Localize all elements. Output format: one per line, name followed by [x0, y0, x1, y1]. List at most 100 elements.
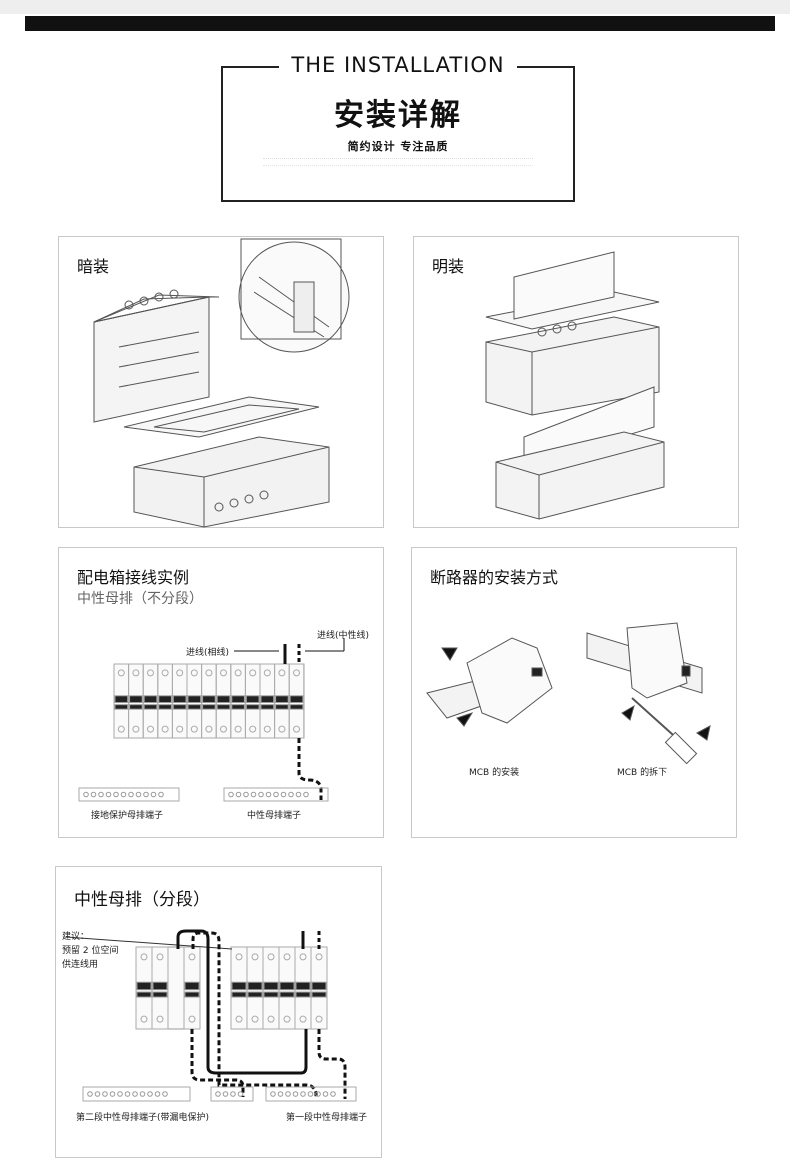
- breaker-module-part: [158, 695, 172, 703]
- breaker-module-part: [278, 725, 286, 733]
- breaker-module-part: [158, 704, 172, 710]
- breaker-module-part: [184, 991, 200, 998]
- breaker-module-part: [267, 1015, 275, 1023]
- terminal-hole: [109, 1091, 116, 1097]
- terminal-hole: [139, 1091, 146, 1097]
- breaker-module-part: [172, 695, 187, 703]
- breaker-module-part: [234, 669, 242, 677]
- header-title-en: THE INSTALLATION: [223, 53, 573, 77]
- breaker-module-part: [216, 704, 231, 710]
- breaker-module-part: [140, 1015, 148, 1023]
- terminal-hole: [295, 791, 302, 798]
- label-first-segment: 第一段中性母排端子: [286, 1113, 368, 1123]
- terminal-hole: [307, 1091, 314, 1097]
- breaker-module-part: [263, 669, 271, 677]
- breaker-module-part: [156, 1015, 164, 1023]
- terminal-hole: [288, 791, 294, 798]
- breaker-module-part: [152, 991, 168, 998]
- terminal-hole: [265, 791, 272, 798]
- terminal-hole: [250, 791, 257, 798]
- panel-surface-install: 明装: [413, 236, 739, 528]
- breaker-module-part: [176, 669, 184, 677]
- breaker-module-part: [156, 953, 164, 961]
- label-neutral-bar: 中性母排端子: [247, 811, 302, 821]
- breaker-module-part: [143, 695, 158, 703]
- note-line-3: 供连线用: [62, 960, 99, 970]
- breaker-module-part: [245, 704, 260, 710]
- breaker-module-part: [251, 953, 259, 961]
- terminal-hole: [132, 1091, 138, 1097]
- terminal-hole: [235, 791, 242, 798]
- breaker-module-part: [293, 725, 300, 733]
- breaker-module-part: [114, 695, 129, 703]
- breaker-module-part: [190, 725, 198, 733]
- breaker-module-part: [267, 953, 275, 961]
- label-neutral-in: 进线(中性线): [317, 631, 370, 641]
- top-black-bar: [25, 16, 775, 31]
- terminal-hole: [237, 1091, 244, 1097]
- breaker-module-part: [152, 981, 168, 991]
- panel-subtitle: 中性母排（不分段）: [77, 591, 203, 607]
- breaker-module-part: [132, 669, 140, 677]
- breaker-module-part: [249, 669, 257, 677]
- terminal-hole: [83, 791, 89, 798]
- panel-wiring-example: 配电箱接线实例 中性母排（不分段） 进线(相线) 进线(中性线) 接地保护母排端…: [58, 547, 384, 838]
- panel-title: 配电箱接线实例: [77, 568, 190, 587]
- terminal-hole: [315, 1091, 321, 1097]
- breaker-module-part: [235, 953, 243, 961]
- breaker-module-part: [205, 669, 213, 677]
- note-line-2: 预留 2 位空间: [62, 946, 119, 956]
- breaker-module-part: [117, 725, 125, 733]
- breaker-module-part: [279, 991, 295, 998]
- panel-title: 断路器的安装方式: [430, 568, 559, 587]
- breaker-module-part: [136, 991, 152, 998]
- terminal-hole: [258, 791, 264, 798]
- terminal-hole: [120, 791, 127, 798]
- terminal-hole: [215, 1091, 221, 1097]
- breaker-module-part: [260, 704, 275, 710]
- terminal-hole: [330, 1091, 336, 1097]
- breaker-module-part: [315, 1015, 323, 1023]
- terminal-hole: [105, 791, 112, 798]
- label-second-segment: 第二段中性母排端子(带漏电保护): [76, 1113, 210, 1123]
- panel-title: 明装: [432, 257, 465, 276]
- breaker-module-part: [283, 1015, 291, 1023]
- breaker-module-part: [251, 1015, 259, 1023]
- terminal-hole: [300, 1091, 306, 1097]
- breaker-module-part: [231, 991, 247, 998]
- terminal-hole: [280, 791, 287, 798]
- breaker-module-part: [260, 695, 275, 703]
- breaker-row-diagram: [78, 638, 345, 802]
- label-phase-in: 进线(相线): [186, 648, 230, 658]
- mcb-illustration: [426, 622, 711, 765]
- terminal-hole: [94, 1091, 101, 1097]
- breaker-module-part: [140, 953, 148, 961]
- breaker-module-part: [263, 991, 279, 998]
- segmented-diagram: [65, 929, 357, 1102]
- breaker-module-part: [132, 725, 140, 733]
- label-ground-bar: 接地保护母排端子: [91, 811, 164, 821]
- breaker-module-part: [295, 981, 311, 991]
- breaker-module-part: [231, 695, 245, 703]
- terminal-hole: [222, 1091, 229, 1097]
- panel-title: 暗装: [77, 257, 110, 276]
- terminal-hole: [135, 791, 142, 798]
- breaker-module-part: [288, 663, 305, 739]
- breaker-module-part: [231, 704, 245, 710]
- top-strip: [0, 0, 790, 14]
- breaker-module-part: [136, 981, 152, 991]
- breaker-module-part: [247, 991, 263, 998]
- breaker-module-part: [161, 725, 169, 733]
- terminal-hole: [270, 1091, 276, 1097]
- breaker-module-part: [293, 669, 300, 677]
- breaker-module-part: [129, 704, 143, 710]
- breaker-module-part: [114, 704, 129, 710]
- breaker-module-part: [231, 981, 247, 991]
- breaker-module-part: [275, 695, 289, 703]
- terminal-hole: [98, 791, 104, 798]
- breaker-module-part: [263, 725, 271, 733]
- breaker-module-part: [143, 704, 158, 710]
- breaker-module-part: [315, 953, 323, 961]
- terminal-hole: [277, 1091, 284, 1097]
- header-fine-print: [263, 158, 533, 166]
